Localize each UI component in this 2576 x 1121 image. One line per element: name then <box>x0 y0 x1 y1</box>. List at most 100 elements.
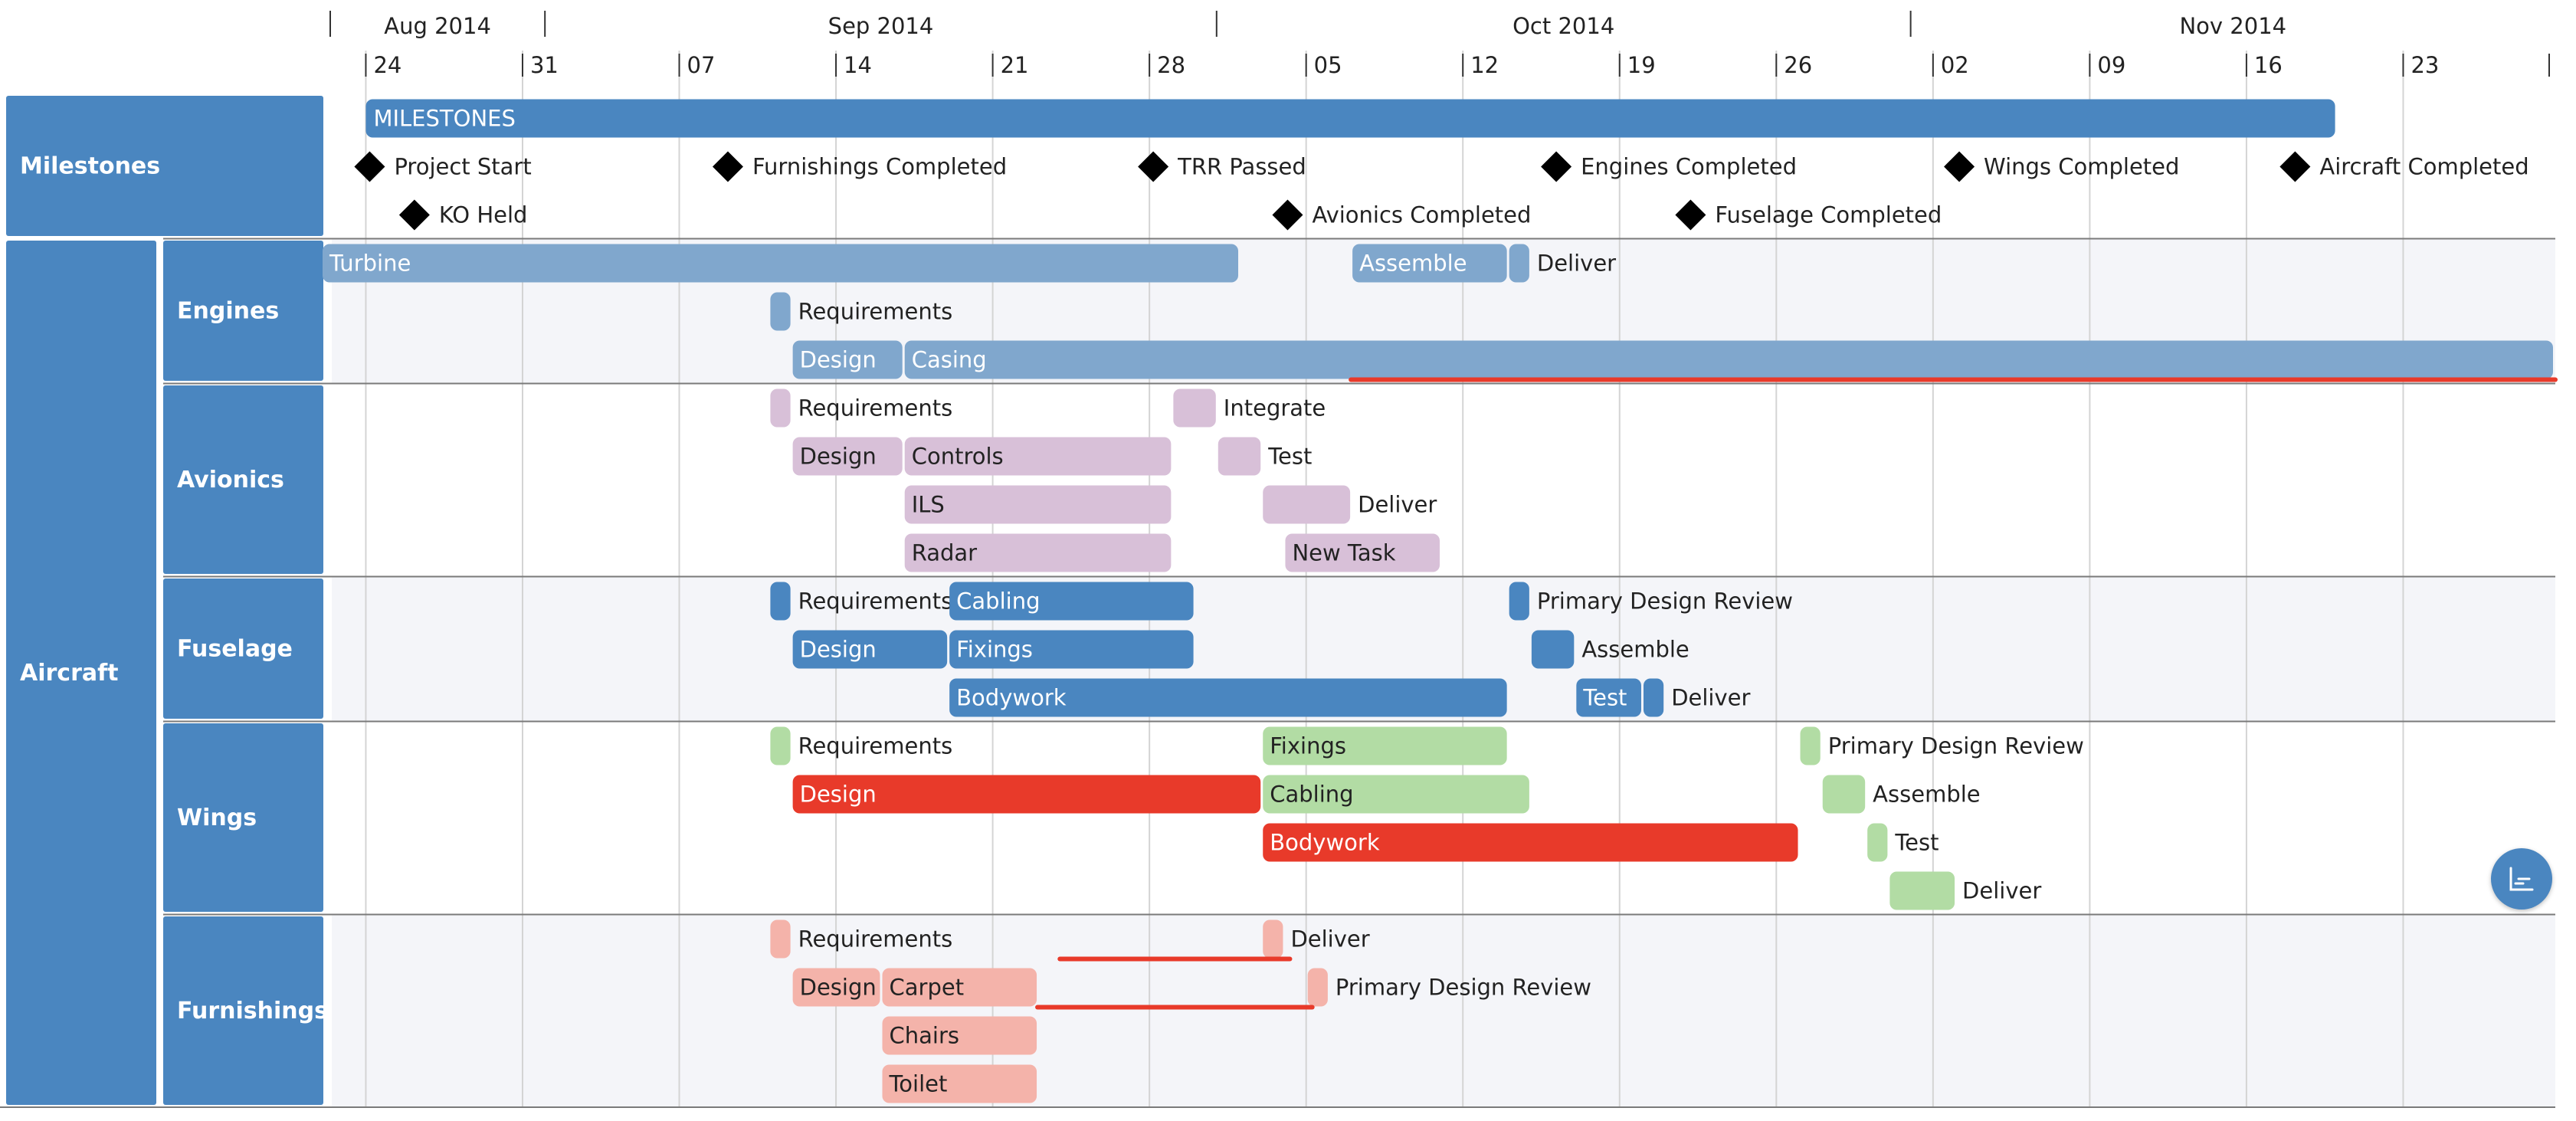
week-label: 26 <box>1784 52 1812 78</box>
task-label: Assemble <box>1873 782 1980 808</box>
task-label: Deliver <box>1290 926 1369 952</box>
milestone-label: Engines Completed <box>1581 154 1797 180</box>
task-bar <box>1867 823 1888 862</box>
avionics-header-box <box>163 385 323 574</box>
task-bar <box>904 533 1172 572</box>
task-label: Casing <box>912 347 987 373</box>
task-label: Fixings <box>1270 733 1346 759</box>
milestone-diamond <box>2279 151 2311 182</box>
week-label: 14 <box>844 52 872 78</box>
task-bar <box>1531 630 1575 669</box>
task-bar <box>770 582 791 621</box>
milestone-diamond <box>1272 199 1303 231</box>
milestone-diamond <box>1541 151 1572 182</box>
task-bar <box>792 437 903 476</box>
milestone-diamond <box>1944 151 1975 182</box>
task-label: Toilet <box>889 1071 948 1097</box>
task-bar <box>1643 678 1664 717</box>
task-bar <box>882 968 1037 1007</box>
task-bar <box>1263 823 1798 862</box>
task-bar <box>1263 919 1283 959</box>
furnishings-header-label: Furnishings <box>177 998 328 1024</box>
task-label: Cabling <box>1270 782 1353 808</box>
milestone-label: KO Held <box>439 202 528 228</box>
task-label: Primary Design Review <box>1537 588 1793 615</box>
task-bar <box>1173 388 1216 428</box>
week-label: 23 <box>2410 52 2439 78</box>
task-label: Design <box>800 444 877 470</box>
milestone-label: Fuselage Completed <box>1715 202 1942 228</box>
milestone-label: Project Start <box>394 154 531 180</box>
wings-header-box <box>163 723 323 912</box>
milestone-label: Avionics Completed <box>1312 202 1531 228</box>
fuselage-header-box <box>163 579 323 719</box>
task-bar <box>1263 775 1529 814</box>
aircraft-header-label: Aircraft <box>20 660 119 687</box>
task-bar <box>792 968 880 1007</box>
task-bar <box>904 485 1172 524</box>
task-label: Cabling <box>956 588 1040 615</box>
task-label: ILS <box>912 492 945 518</box>
task-label: Deliver <box>1537 251 1616 277</box>
task-bar <box>1509 244 1529 283</box>
week-label: 09 <box>2097 52 2125 78</box>
task-label: Design <box>800 782 877 808</box>
task-bar <box>770 919 791 959</box>
task-bar <box>904 437 1172 476</box>
task-label: Deliver <box>1671 685 1750 711</box>
task-label: Requirements <box>798 395 953 421</box>
summary-bar-label: MILESTONES <box>373 106 515 132</box>
task-label: Controls <box>912 444 1004 470</box>
month-label: Sep 2014 <box>828 13 934 39</box>
task-label: Chairs <box>890 1023 960 1049</box>
milestone-label: TRR Passed <box>1177 154 1306 180</box>
task-label: Radar <box>912 540 977 566</box>
milestone-diamond <box>1138 151 1169 182</box>
task-label: Assemble <box>1359 251 1467 277</box>
milestone-diamond <box>354 151 385 182</box>
task-label: Requirements <box>798 588 953 615</box>
task-bar <box>792 630 948 669</box>
engines-header-label: Engines <box>177 298 279 325</box>
week-label: 28 <box>1157 52 1185 78</box>
task-bar <box>1218 437 1261 476</box>
task-label: Assemble <box>1581 637 1689 663</box>
week-label: 24 <box>373 52 401 78</box>
task-bar <box>882 1016 1037 1055</box>
task-label: Fixings <box>956 637 1033 663</box>
task-label: New Task <box>1292 540 1395 566</box>
milestones-header-box <box>6 96 323 236</box>
fuselage-header-label: Fuselage <box>177 636 293 663</box>
task-bar <box>949 630 1194 669</box>
milestone-label: Furnishings Completed <box>752 154 1007 180</box>
task-bar <box>904 340 2553 379</box>
task-bar <box>770 388 791 428</box>
milestone-diamond <box>1675 199 1706 231</box>
task-bar <box>949 678 1507 717</box>
task-label: Requirements <box>798 926 953 952</box>
week-label: 12 <box>1470 52 1499 78</box>
chart-options-button[interactable] <box>2491 848 2552 910</box>
task-bar <box>1800 726 1821 765</box>
task-label: Design <box>800 347 877 373</box>
aircraft-header-box <box>6 241 156 1105</box>
milestone-label: Aircraft Completed <box>2319 154 2528 180</box>
task-label: Design <box>800 637 877 663</box>
milestones-header-label: Milestones <box>20 153 160 180</box>
month-label: Aug 2014 <box>384 13 491 39</box>
task-label: Test <box>1267 444 1312 470</box>
milestone-diamond <box>398 199 430 231</box>
task-bar <box>882 1064 1037 1103</box>
task-label: Carpet <box>890 975 965 1001</box>
month-label: Nov 2014 <box>2179 13 2286 39</box>
week-label: 21 <box>1001 52 1029 78</box>
task-label: Design <box>800 975 877 1001</box>
week-label: 31 <box>530 52 559 78</box>
avionics-header-label: Avionics <box>177 467 284 493</box>
task-label: Turbine <box>329 251 411 277</box>
task-bar <box>1509 582 1529 621</box>
chart-icon <box>2509 867 2534 891</box>
task-label: Requirements <box>798 299 953 325</box>
